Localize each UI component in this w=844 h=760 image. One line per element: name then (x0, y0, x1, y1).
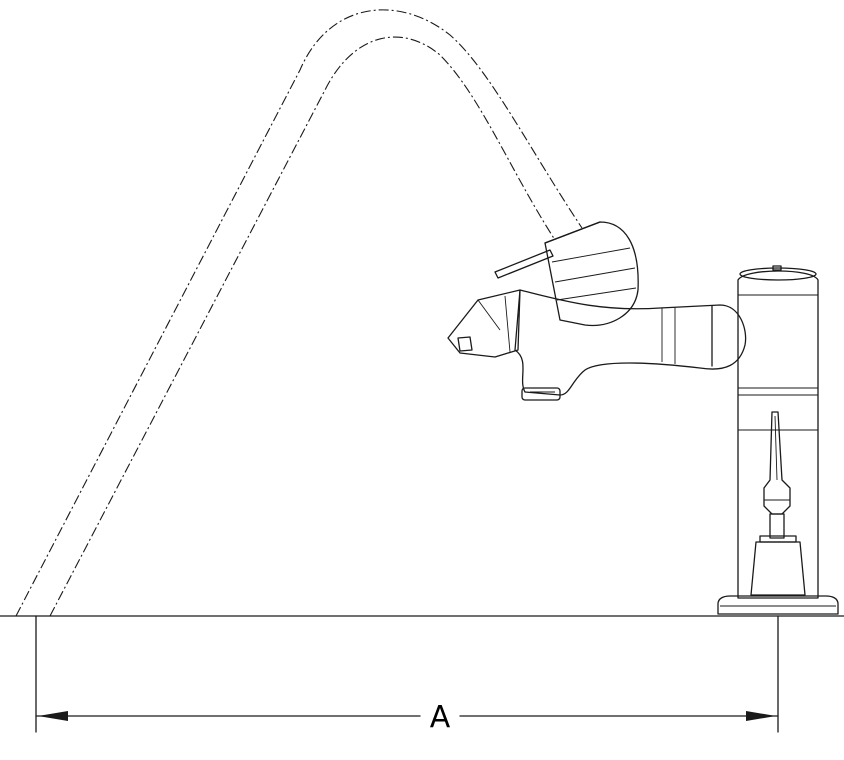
dimension-a: A (35, 615, 779, 735)
dimension-label: A (430, 700, 451, 735)
dimension-arrow-right (746, 711, 776, 721)
base-cone (750, 535, 806, 596)
hose-phantom-outline (15, 9, 583, 617)
dimension-arrow-left (38, 711, 68, 721)
faucet-column (737, 265, 819, 599)
spray-head-lower (447, 289, 521, 358)
spray-head-upper (494, 221, 639, 327)
base-plate (717, 595, 839, 615)
lever-handle (763, 411, 791, 539)
faucet-spout (514, 289, 747, 401)
